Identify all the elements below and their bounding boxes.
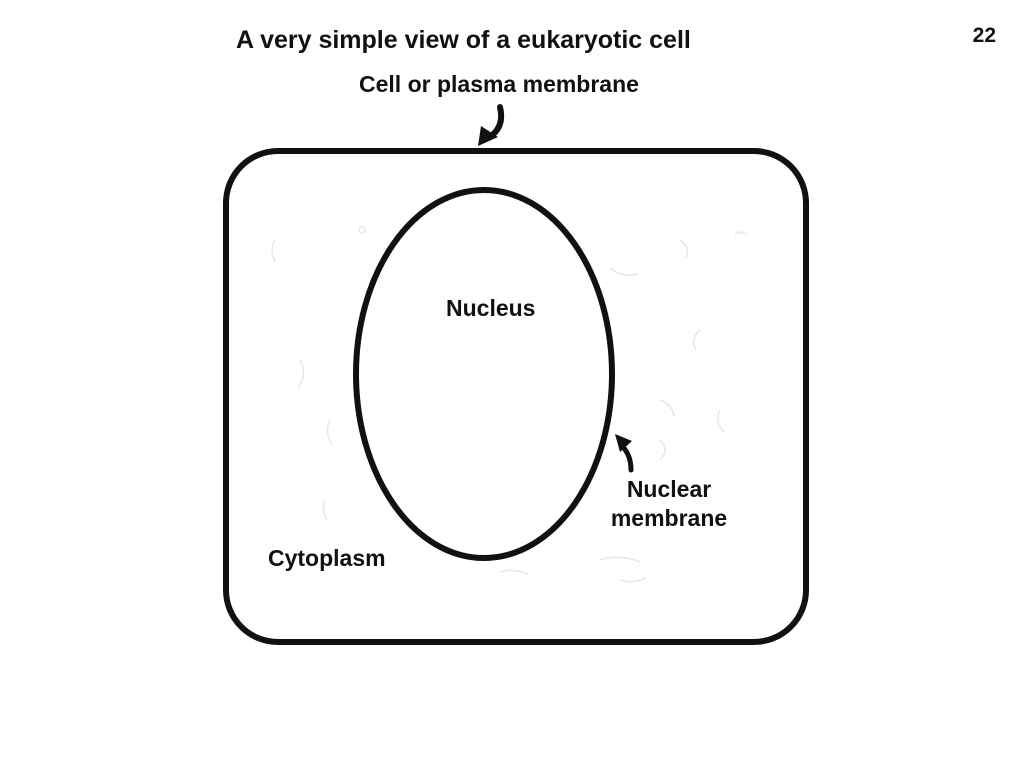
nuclear-membrane-arrow	[615, 434, 634, 473]
cytoplasm-texture	[271, 226, 748, 583]
page-number: 22	[972, 24, 996, 47]
cytoplasm-label: Cytoplasm	[268, 545, 386, 571]
plasma-membrane	[223, 148, 809, 645]
nuclear-membrane-label: Nuclear membrane	[599, 475, 739, 534]
plasma-membrane-arrow	[478, 104, 505, 146]
slide-title: A very simple view of a eukaryotic cell	[236, 26, 691, 54]
nuclear-membrane	[353, 187, 615, 561]
nuclear-membrane-label-line2: membrane	[610, 505, 728, 532]
nuclear-membrane-label-line1: Nuclear	[626, 476, 712, 502]
nucleus-label: Nucleus	[446, 295, 536, 321]
plasma-membrane-label: Cell or plasma membrane	[359, 71, 639, 97]
